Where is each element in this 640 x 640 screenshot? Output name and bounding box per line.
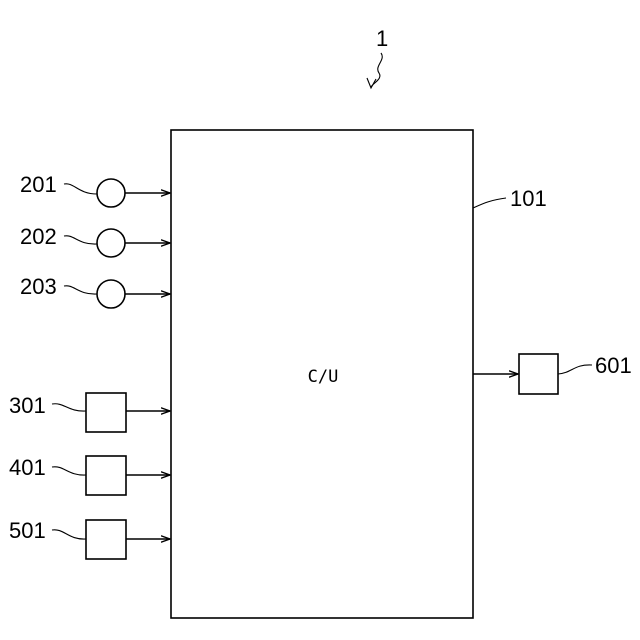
input-401-device [86, 456, 126, 495]
input-401-ref: 401 [9, 455, 46, 480]
input-201: 201 [20, 172, 170, 207]
input-201-ref: 201 [20, 172, 57, 197]
output-601: 601 [473, 353, 632, 394]
input-203-sensor [97, 280, 125, 308]
input-203-leader [64, 286, 97, 294]
output-601-device [519, 354, 558, 394]
control-unit-ref: 101 [510, 186, 547, 211]
figure-reference-numeral: 1 [376, 26, 388, 51]
input-202: 202 [20, 224, 170, 257]
input-501-leader [52, 530, 86, 539]
input-401: 401 [9, 455, 170, 495]
input-301-device [86, 393, 126, 432]
input-301: 301 [9, 393, 170, 432]
figure-reference-pointer [371, 53, 382, 87]
input-201-leader [64, 184, 97, 194]
output-601-leader [558, 365, 592, 374]
input-501-device [86, 520, 126, 559]
output-601-ref: 601 [595, 353, 632, 378]
input-203-ref: 203 [20, 274, 57, 299]
input-301-ref: 301 [9, 393, 46, 418]
input-501: 501 [9, 518, 170, 559]
input-202-leader [64, 236, 97, 244]
figure-reference: 1 [367, 26, 388, 88]
input-501-ref: 501 [9, 518, 46, 543]
input-202-sensor [97, 229, 125, 257]
input-301-leader [52, 404, 86, 411]
input-401-leader [52, 467, 86, 475]
control-unit-leader [473, 198, 506, 208]
control-unit-label: C/U [308, 367, 339, 387]
input-202-ref: 202 [20, 224, 57, 249]
input-203: 203 [20, 274, 170, 308]
input-201-sensor [97, 179, 125, 207]
